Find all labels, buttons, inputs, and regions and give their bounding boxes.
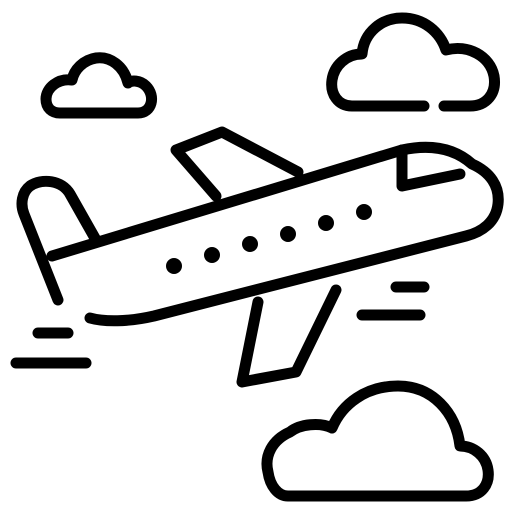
upper-wing-icon [170,126,304,202]
window-dot [280,226,296,242]
window-dot [166,258,182,274]
window-dot [204,247,220,263]
cloud-small-icon [40,52,158,119]
window-dot [356,204,372,220]
tail-fin-icon [16,175,102,306]
window-dot [318,215,334,231]
fuselage-icon [46,141,504,327]
cloud-bottom-icon [261,380,494,502]
cloud-top-right-icon [326,12,500,112]
lower-wing-icon [236,284,342,388]
window-dot [242,236,258,252]
cockpit-window-icon [396,144,466,192]
passenger-windows [166,204,372,274]
